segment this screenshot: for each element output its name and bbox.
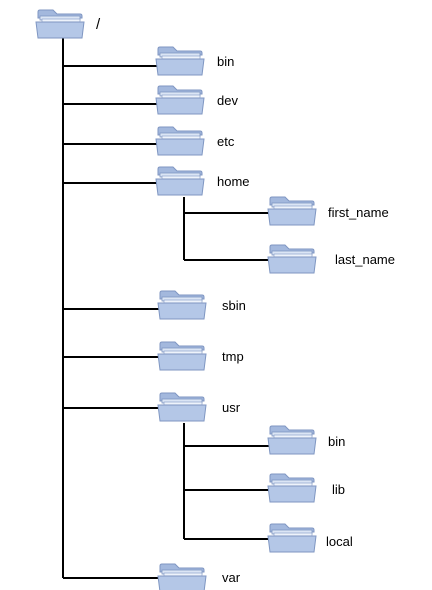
root-folder-icon[interactable] <box>35 9 85 39</box>
folder-icon[interactable] <box>155 126 205 156</box>
folder-icon[interactable] <box>267 425 317 455</box>
folder-icon[interactable] <box>155 46 205 76</box>
folder-icon[interactable] <box>157 341 207 371</box>
folder-label-usr: usr <box>222 400 241 415</box>
folder-icon[interactable] <box>155 85 205 115</box>
folder-label-home: home <box>217 174 250 189</box>
folder-icon[interactable] <box>267 473 317 503</box>
folder-icon[interactable] <box>155 166 205 196</box>
folder-label-var: var <box>222 570 241 585</box>
folder-label-bin: bin <box>217 54 234 69</box>
folder-label-first-name: first_name <box>328 205 389 220</box>
folder-icon[interactable] <box>157 290 207 320</box>
folder-icon[interactable] <box>157 392 207 422</box>
folder-icon[interactable] <box>157 563 207 590</box>
folder-label-usr-local: local <box>326 534 353 549</box>
folder-label-usr-bin: bin <box>328 434 345 449</box>
folder-label-dev: dev <box>217 93 238 108</box>
folder-label-usr-lib: lib <box>332 482 345 497</box>
folder-label-last-name: last_name <box>335 252 395 267</box>
folder-label-tmp: tmp <box>222 349 244 364</box>
tree-folders <box>35 9 317 590</box>
folder-icon[interactable] <box>267 244 317 274</box>
folder-label-etc: etc <box>217 134 235 149</box>
tree-connectors <box>62 34 269 579</box>
folder-icon[interactable] <box>267 523 317 553</box>
root-label: / <box>96 16 101 33</box>
folder-icon[interactable] <box>267 196 317 226</box>
folder-label-sbin: sbin <box>222 298 246 313</box>
